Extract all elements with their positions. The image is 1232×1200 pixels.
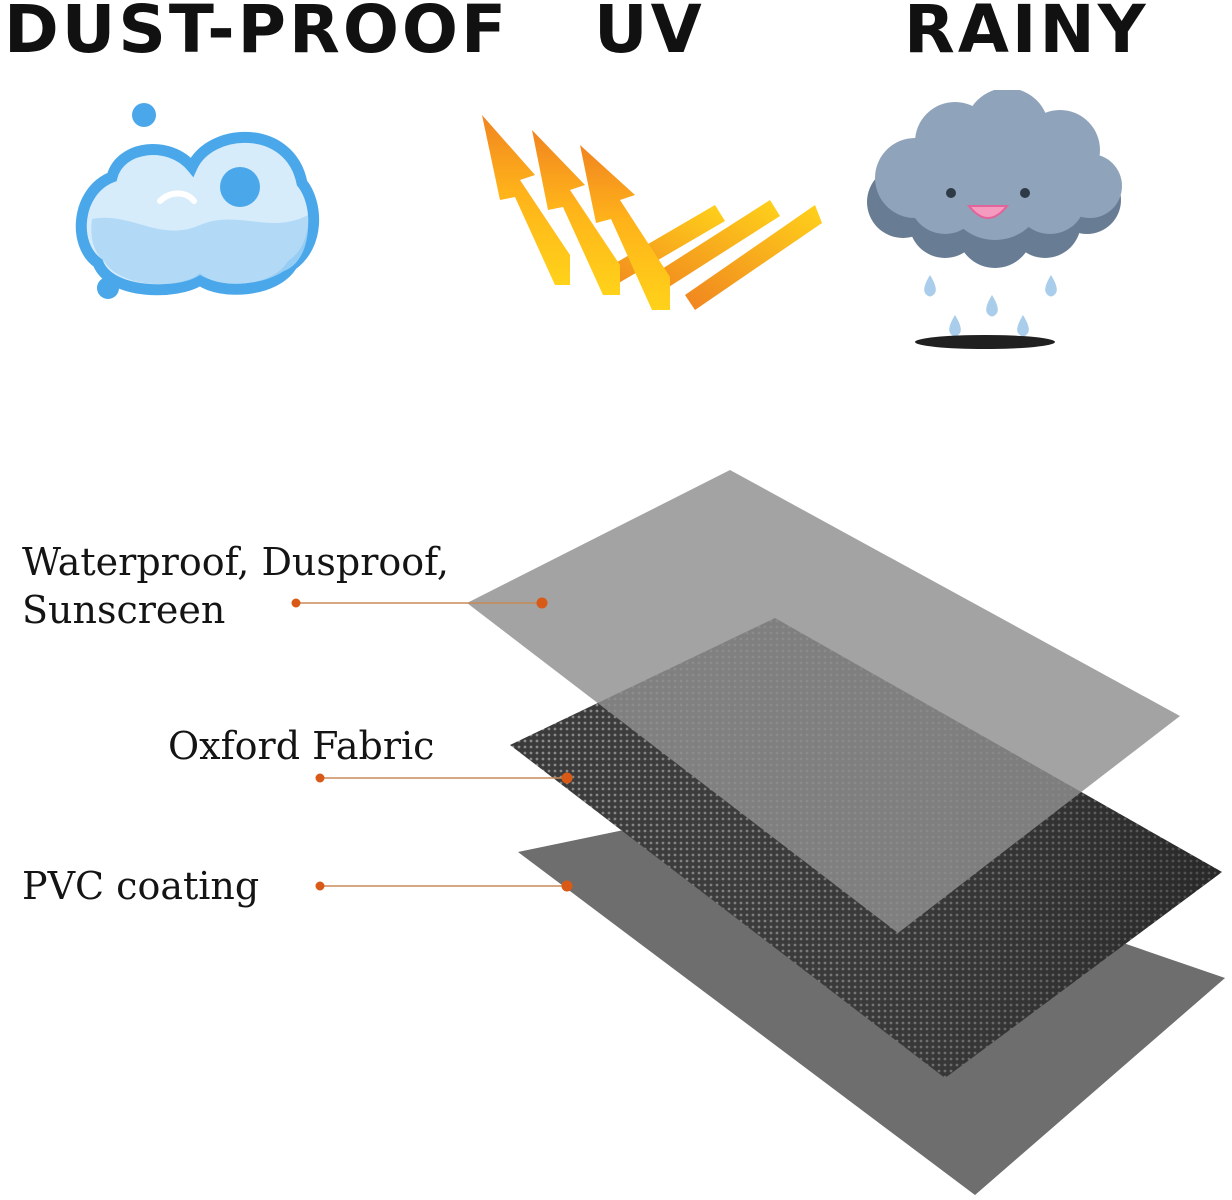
feature-title-rainy: RAINY xyxy=(904,0,1149,68)
layer-protective-top xyxy=(467,470,1180,933)
dust-cloud-icon xyxy=(75,103,320,299)
layer-label-pvc-coating: PVC coating xyxy=(22,864,260,908)
rain-cloud-icon xyxy=(867,90,1122,349)
callout-top xyxy=(291,597,548,609)
callout-bottom xyxy=(315,880,573,892)
feature-title-dust-proof: DUST-PROOF xyxy=(4,0,510,68)
layer-label-oxford-fabric: Oxford Fabric xyxy=(168,724,435,768)
layer-label-protective: Waterproof, Dusproof, Sunscreen xyxy=(22,540,449,632)
uv-arrows-icon xyxy=(482,115,822,310)
feature-title-uv: UV xyxy=(594,0,705,68)
callout-middle xyxy=(315,772,573,784)
material-layers-diagram xyxy=(291,470,1225,1195)
